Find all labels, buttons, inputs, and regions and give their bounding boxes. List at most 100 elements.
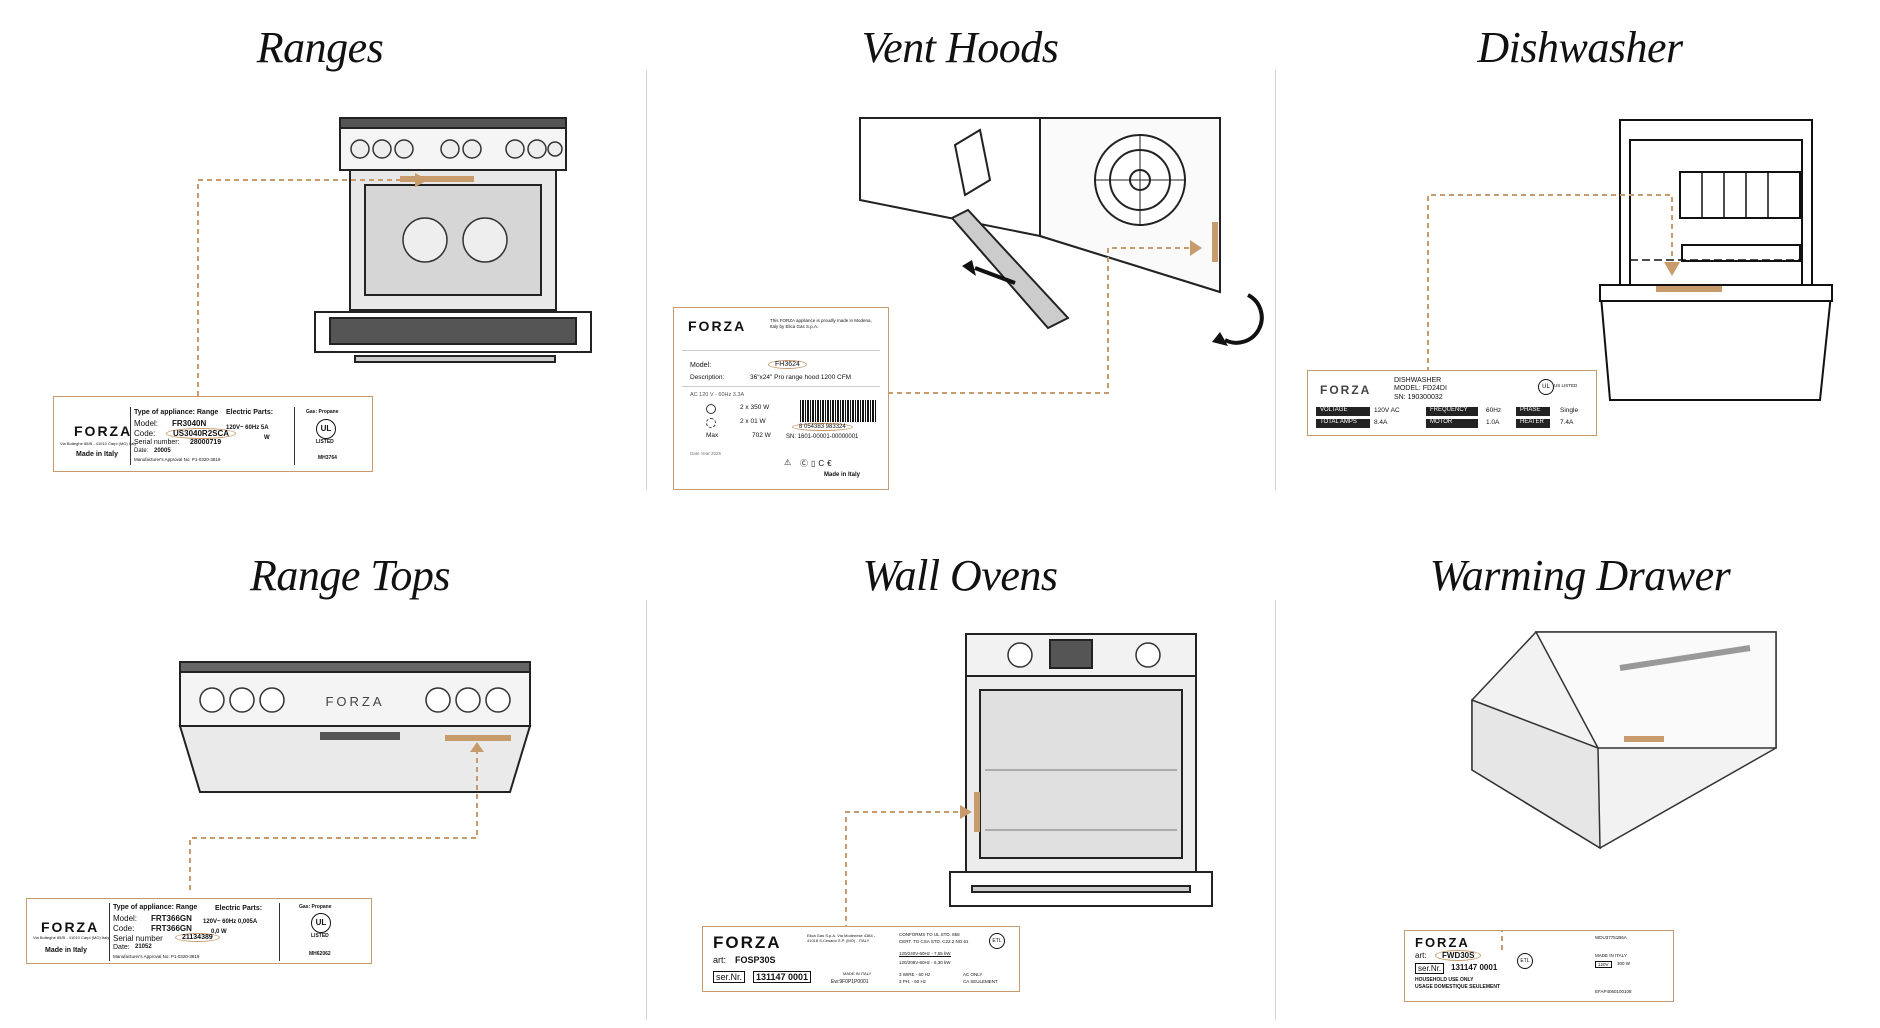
label-date-key: Date: [113,944,130,951]
label-voltage: 120V [1595,961,1612,968]
label-made-in: Made in Italy [45,947,88,954]
label-code-value: FRT366GN [151,924,192,933]
label-gas: Gas: Propane [299,904,332,910]
etl-icon: ETL [989,933,1005,949]
label-motor-value: 1.0A [1486,419,1500,426]
label-code-key: Code: [113,924,135,933]
label-heater-value: 7.4A [1560,419,1574,426]
label-made-in: Made in Italy [824,472,861,478]
label-ac-only: AC ONLY [963,972,983,977]
label-code-number: MH62062 [309,951,331,957]
range-illustration [197,117,592,396]
label-serial-value: 131147 0001 [1451,963,1498,972]
label-model-value: FH3624 [768,360,807,369]
label-max-value: 702 W [752,432,771,439]
label-heater-key: HEATER [1516,419,1550,428]
label-brand: FORZA [713,933,782,952]
label-conforms-2: CERT. TO CSA STD. C22.2 NO.61 [899,939,969,944]
ul-listed-icon: UL [311,913,331,933]
label-phase-value: Single [1560,407,1579,414]
label-made-in: MADE IN ITALY [1595,953,1627,958]
fan-icon [706,404,716,414]
label-watts: W [264,435,270,441]
column-divider [646,70,647,490]
label-approval-code: WDU37751B6A [1595,935,1627,940]
panel-title: Vent Hoods [861,23,1059,72]
panel-wall-ovens: Wall Ovens FORZA Elica Gas S.p.A. Via Mo… [650,530,1270,1020]
label-motor: 2 x 350 W [740,404,770,411]
label-date-value: 20005 [154,448,171,454]
label-company: Elica Gas S.p.A. Via Modenese 4384 - 410… [807,933,876,943]
panel-vent-hoods: Vent Hoods FORZA This FORZA appliance is… [650,0,1270,490]
panel-ranges: Ranges FORZA Via Botteghe 85/B - 41010 C… [20,0,640,490]
label-art-key: art: [713,955,727,965]
panel-warming-drawer: Warming Drawer FORZA art: FWD30S ser.Nr.… [1280,530,1880,1020]
label-voltage-value: 120V AC [1374,407,1400,414]
range-top-illustration: FORZA [178,661,532,890]
label-wire-2: 3 PH. - 60 Hz [899,979,927,984]
vent-hood-rating-label: FORZA This FORZA appliance is proudly ma… [673,307,889,490]
appliance-brand: FORZA [325,694,384,709]
label-sn: SN: 1601-00001-00000001 [786,434,859,440]
label-brand: FORZA [1320,383,1372,397]
label-model-key: Model: [690,362,712,369]
label-type: Type of appliance: Range [113,904,198,911]
column-divider [646,600,647,1020]
label-brand: FORZA [688,318,747,334]
ul-listed-icon: UL [1538,379,1554,395]
label-model-value: FRT366GN [151,914,192,923]
label-serial-value: 21134389 [175,933,220,942]
label-model-key: Model: [113,914,138,923]
label-made-in: MADE IN ITALY [843,971,872,976]
label-brand: FORZA [41,919,100,935]
label-made-in: Made in Italy [76,451,119,458]
ranges-rating-label: FORZA Via Botteghe 85/B - 41010 Carpi (M… [53,396,373,472]
label-serial-value: 28000719 [190,439,222,446]
label-date-value: 21052 [135,944,152,950]
label-wire-1: 3 WIRE - 60 Hz [899,972,931,977]
column-divider [1275,600,1276,1020]
label-code-key: Code: [134,429,156,438]
label-model: MODEL: FD24DI [1394,385,1447,392]
label-ca-seulement: CA SEULEMENT [963,979,998,984]
label-power-1: 120/240V-60Hz - 7,55 kW [899,951,951,957]
label-max-key: Max [706,432,719,439]
label-light: 2 x 01 W [740,418,766,425]
label-description-value: 36"x24" Pro range hood 1200 CFM [750,374,852,381]
label-type: Type of appliance: Range [134,409,219,416]
label-amps-value: 8.4A [1374,419,1388,426]
label-household-1: HOUSEHOLD USE ONLY [1415,977,1474,983]
label-conforms-1: CONFORMS TO UL STD. 858 [899,932,960,937]
label-cert: LISTED [316,439,334,445]
warming-drawer-illustration [1471,631,1777,850]
label-frequency-key: FREQUENCY [1426,407,1478,416]
label-brand: FORZA [1415,935,1470,950]
barcode [800,400,876,422]
label-model-key: Model: [134,419,159,428]
label-barcode-value: 8 054383 983324 [792,423,853,431]
label-amps-key: TOTAL AMPS [1316,419,1370,428]
label-art-value: FWD30S [1435,950,1482,961]
warming-drawer-rating-label: FORZA art: FWD30S ser.Nr. 131147 0001 HO… [1404,930,1674,1002]
warning-icon: ⚠ [784,458,792,467]
label-serial-key: Serial number: [134,439,180,446]
label-serial-key: ser.Nr. [1415,963,1445,974]
label-address: Via Botteghe 85/B - 41010 Carpi (MO) Ita… [60,441,137,446]
label-code-number: MH3764 [318,455,337,461]
label-voltage-key: VOLTAGE [1316,407,1370,416]
label-brand: FORZA [74,423,133,439]
label-description-key: Description: [690,374,725,381]
label-cert: US LISTED [1554,383,1578,388]
ul-listed-icon: UL [316,419,336,439]
label-electric-key: Electric Parts: [226,409,274,416]
label-electric: AC 120 V - 60Hz 3.3A [690,392,745,398]
label-footer-code: EFAP4060100108 [1595,989,1632,994]
label-serial-value: 131147 0001 [753,971,812,983]
label-watts: 300 W [1617,961,1631,966]
panel-title: Wall Ovens [862,551,1058,600]
label-electric-key: Electric Parts: [215,905,263,912]
certification-icons: Ⓒ▯C€ [800,459,835,468]
label-art-key: art: [1415,951,1427,960]
label-date-code: Date Year 2025 [690,451,722,456]
panel-title: Ranges [256,23,384,72]
